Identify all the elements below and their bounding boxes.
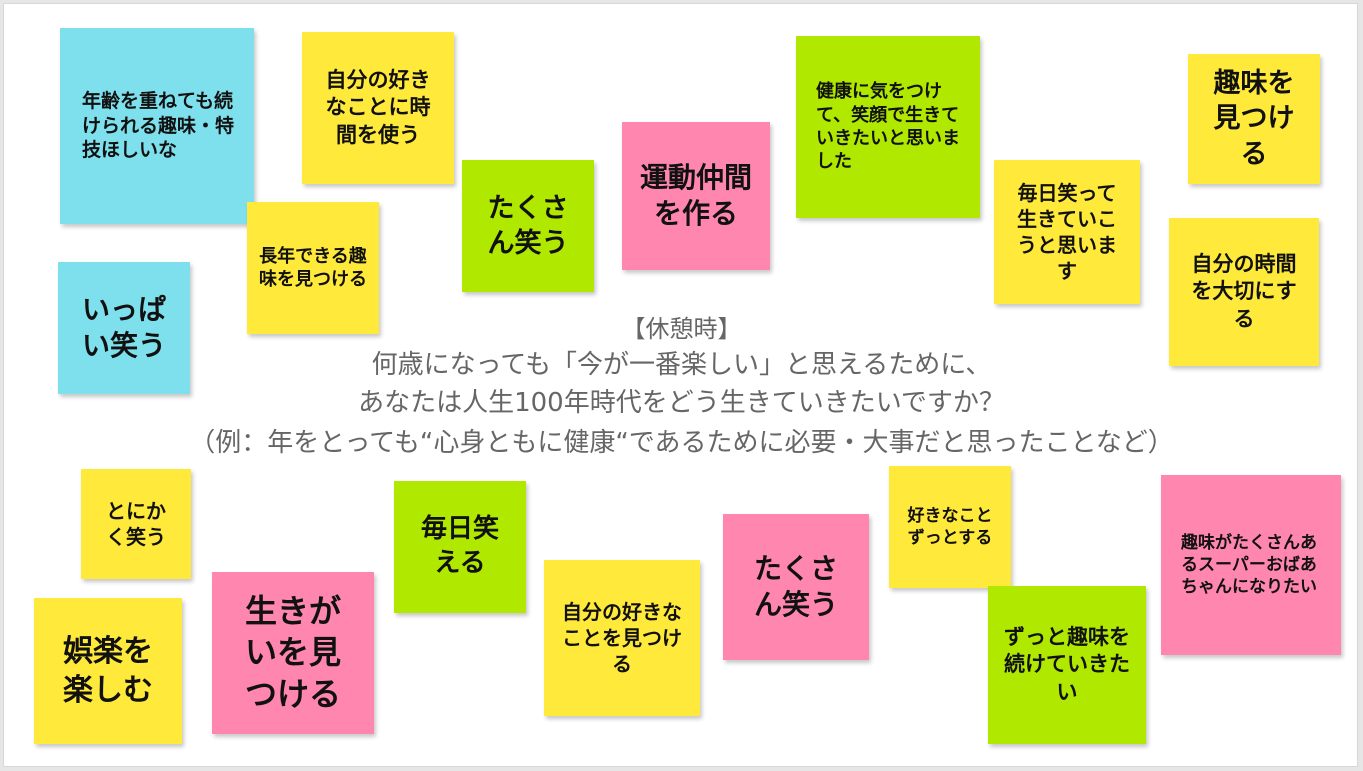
- prompt-example-line: （例：年をとっても“心身ともに健康“であるために必要・大事だと思ったことなど）: [189, 428, 1174, 458]
- sticky-note[interactable]: 趣味がたくさんあるスーパーおばあちゃんになりたい: [1161, 475, 1341, 655]
- sticky-note[interactable]: いっぱい笑う: [58, 262, 190, 394]
- sticky-note[interactable]: とにかく笑う: [81, 469, 191, 579]
- sticky-note[interactable]: 自分の好きなことに時間を使う: [302, 32, 454, 184]
- prompt-heading: 【休憩時】: [621, 315, 742, 343]
- sticky-note[interactable]: 毎日笑って生きていこうと思います: [994, 160, 1140, 304]
- sticky-note[interactable]: 娯楽を楽しむ: [34, 598, 182, 744]
- sticky-note[interactable]: 自分の好きなことを見つける: [544, 560, 700, 716]
- sticky-note[interactable]: ずっと趣味を続けていきたい: [988, 586, 1146, 744]
- sticky-note[interactable]: 運動仲間を作る: [622, 122, 770, 270]
- sticky-note[interactable]: 生きがいを見つける: [212, 572, 374, 734]
- sticky-note[interactable]: たくさん笑う: [462, 160, 594, 292]
- prompt-question-line-2: あなたは人生100年時代をどう生きていきたいですか？: [358, 388, 1005, 418]
- sticky-note[interactable]: 健康に気をつけて、笑顔で生きていきたいと思いました: [796, 36, 980, 218]
- sticky-note[interactable]: 自分の時間を大切にする: [1169, 218, 1319, 366]
- sticky-note[interactable]: たくさん笑う: [723, 514, 869, 660]
- sticky-note[interactable]: 毎日笑える: [394, 481, 526, 613]
- sticky-note[interactable]: 好きなことずっとする: [889, 466, 1011, 588]
- prompt-question-line-1: 何歳になっても「今が一番楽しい」と思えるために、: [371, 350, 992, 380]
- whiteboard-canvas: 【休憩時】 何歳になっても「今が一番楽しい」と思えるために、 あなたは人生100…: [3, 3, 1358, 767]
- sticky-note[interactable]: 長年できる趣味を見つける: [247, 202, 379, 334]
- sticky-note[interactable]: 趣味を見つける: [1188, 54, 1320, 184]
- sticky-note[interactable]: 年齢を重ねても続けられる趣味・特技ほしいな: [60, 28, 254, 224]
